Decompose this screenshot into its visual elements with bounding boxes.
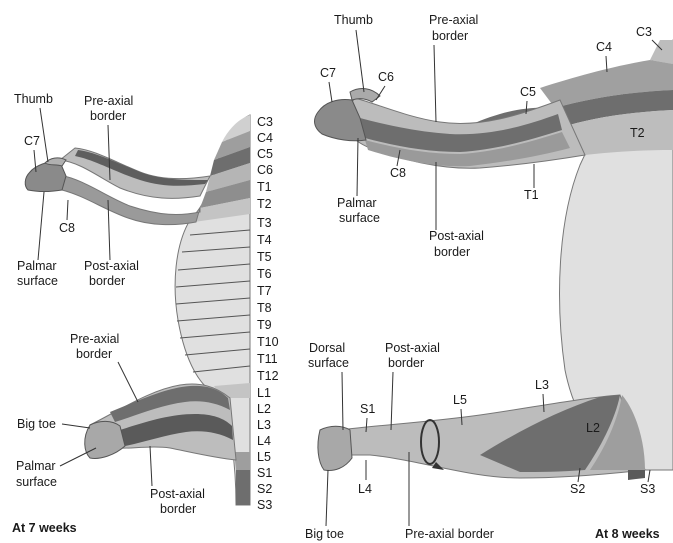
label-post-axial-1: Post-axial	[84, 259, 139, 273]
label-c6-r: C6	[378, 70, 394, 84]
label-big-toe: Big toe	[17, 417, 56, 431]
right-band-c3	[650, 40, 673, 64]
seg-label: T10	[257, 335, 279, 349]
label-c8-r: C8	[390, 166, 406, 180]
label-pre-axial-r1: Pre-axial	[429, 13, 478, 27]
label-l5-r: L5	[453, 393, 467, 407]
label-palmar-2: surface	[17, 274, 58, 288]
seg-label: C5	[257, 147, 273, 161]
label-l2-r: L2	[586, 421, 600, 435]
seg-label: L1	[257, 386, 271, 400]
label-l4-r: L4	[358, 482, 372, 496]
left-band-s2	[236, 470, 250, 505]
seg-label: T5	[257, 250, 272, 264]
label-pre-axial-border-r: Pre-axial border	[405, 527, 494, 541]
caption-8-weeks: At 8 weeks	[595, 527, 660, 541]
label-c3-r: C3	[636, 25, 652, 39]
seg-label: T3	[257, 216, 272, 230]
label-palmar-1: Palmar	[17, 259, 57, 273]
label-leg-post-axial-2: border	[160, 502, 196, 516]
label-pre-axial-1: Pre-axial	[84, 94, 133, 108]
label-l3-r: L3	[535, 378, 549, 392]
seg-label: T2	[257, 197, 272, 211]
left-foot	[85, 421, 125, 458]
label-pre-axial-2: border	[90, 109, 126, 123]
seg-label: L2	[257, 402, 271, 416]
label-c7-r: C7	[320, 66, 336, 80]
seg-label: T9	[257, 318, 272, 332]
label-s3-r: S3	[640, 482, 655, 496]
label-c7: C7	[24, 134, 40, 148]
label-t2-r: T2	[630, 126, 645, 140]
label-leg-palmar-1: Palmar	[16, 459, 56, 473]
seg-label: T4	[257, 233, 272, 247]
label-leg-post-axial-r1: Post-axial	[385, 341, 440, 355]
label-palmar-r2: surface	[339, 211, 380, 225]
label-dorsal-1: Dorsal	[309, 341, 345, 355]
label-dorsal-2: surface	[308, 356, 349, 370]
label-big-toe-r: Big toe	[305, 527, 344, 541]
label-palmar-r1: Palmar	[337, 196, 377, 210]
label-thumb-r: Thumb	[334, 13, 373, 27]
seg-label: S1	[257, 466, 272, 480]
label-post-axial-r2: border	[434, 245, 470, 259]
label-post-axial-r1: Post-axial	[429, 229, 484, 243]
seg-label: T8	[257, 301, 272, 315]
seg-label: T12	[257, 369, 279, 383]
label-c8: C8	[59, 221, 75, 235]
left-segment-labels: C3 C4 C5 C6 T1 T2 T3 T4 T5 T6 T7 T8 T9 T…	[257, 115, 279, 512]
label-post-axial-2: border	[89, 274, 125, 288]
label-leg-pre-axial-1: Pre-axial	[70, 332, 119, 346]
seg-label: T7	[257, 284, 272, 298]
label-c4-r: C4	[596, 40, 612, 54]
seg-label: C3	[257, 115, 273, 129]
seg-label: L5	[257, 450, 271, 464]
label-leg-post-axial-1: Post-axial	[150, 487, 205, 501]
seg-label: T1	[257, 180, 272, 194]
label-leg-pre-axial-2: border	[76, 347, 112, 361]
left-band-s1	[234, 452, 250, 470]
label-s1-r: S1	[360, 402, 375, 416]
seg-label: L4	[257, 434, 271, 448]
label-pre-axial-r2: border	[432, 29, 468, 43]
seg-label: T6	[257, 267, 272, 281]
label-c5-r: C5	[520, 85, 536, 99]
caption-7-weeks: At 7 weeks	[12, 521, 77, 535]
seg-label: L3	[257, 418, 271, 432]
right-leg-s3	[628, 470, 645, 480]
seg-label: S3	[257, 498, 272, 512]
left-hand	[25, 162, 66, 192]
seg-label: C4	[257, 131, 273, 145]
left-panel	[25, 115, 250, 505]
label-thumb: Thumb	[14, 92, 53, 106]
label-t1-r: T1	[524, 188, 539, 202]
seg-label: C6	[257, 163, 273, 177]
seg-label: S2	[257, 482, 272, 496]
label-leg-palmar-2: surface	[16, 475, 57, 489]
seg-label: T11	[257, 352, 278, 366]
label-leg-post-axial-r2: border	[388, 356, 424, 370]
label-s2-r: S2	[570, 482, 585, 496]
right-foot	[318, 426, 352, 470]
